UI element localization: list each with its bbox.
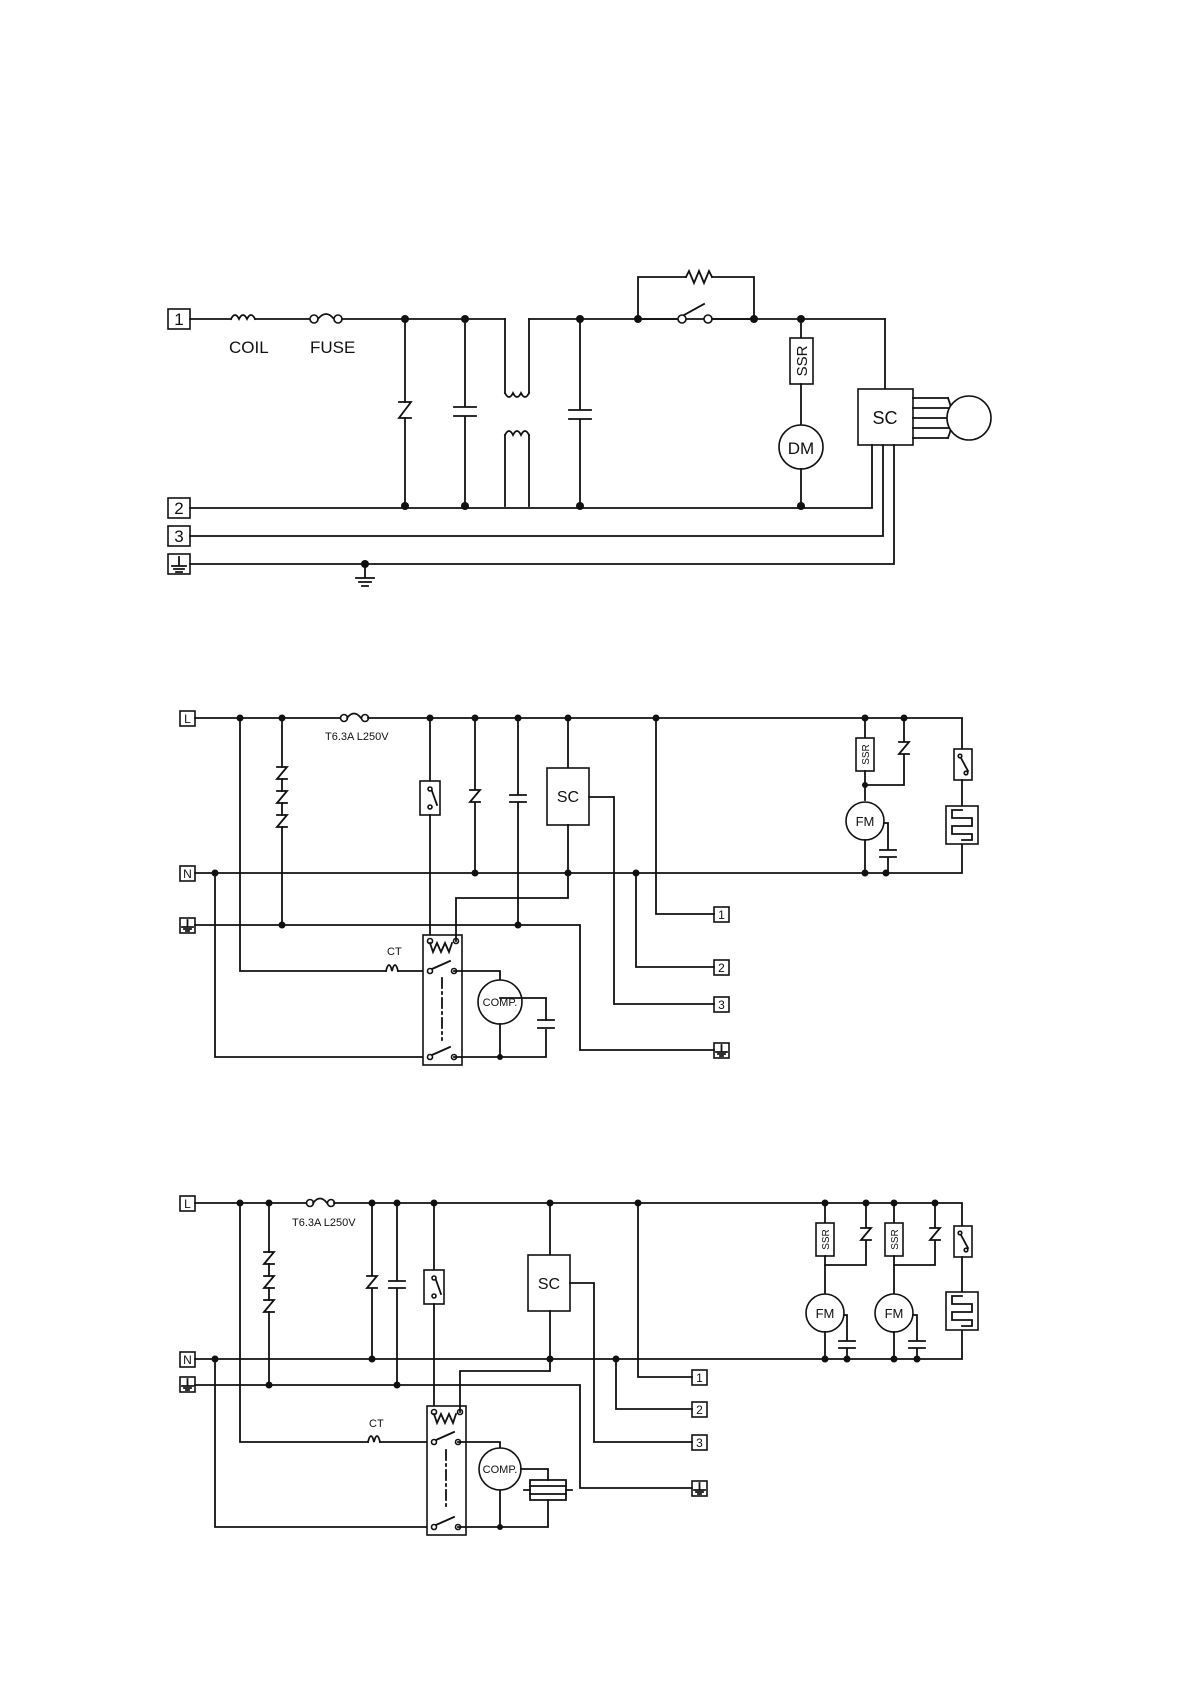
fm-motor-1: FM xyxy=(806,1294,844,1332)
terminal-3: 3 xyxy=(692,1435,707,1450)
sc-block: SC xyxy=(528,1255,570,1311)
coil-label: COIL xyxy=(229,338,269,357)
fuse-label: FUSE xyxy=(310,338,355,357)
overload-protector xyxy=(427,1406,466,1535)
svg-text:N: N xyxy=(183,867,192,881)
diagram-2: L N 1 2 3 T6.3A L250V xyxy=(180,711,978,1065)
dm-motor: DM xyxy=(779,425,823,469)
sc-block: SC xyxy=(547,768,589,825)
heater-element xyxy=(946,806,978,844)
fuse-label: T6.3A L250V xyxy=(292,1217,356,1229)
fan-motor-circle xyxy=(947,396,991,440)
svg-text:COMP.: COMP. xyxy=(483,1464,518,1476)
svg-text:SC: SC xyxy=(557,789,579,806)
svg-text:2: 2 xyxy=(718,961,725,975)
ssr-block-2: SSR xyxy=(885,1223,903,1256)
coil-symbol xyxy=(231,315,255,319)
svg-text:1: 1 xyxy=(696,1371,703,1385)
terminal-2: 2 xyxy=(714,960,729,975)
svg-text:DM: DM xyxy=(788,439,814,458)
svg-text:3: 3 xyxy=(696,1436,703,1450)
terminal-2: 2 xyxy=(692,1402,707,1417)
terminal-L: L xyxy=(180,1196,195,1211)
thermal-switch xyxy=(420,781,440,815)
resistor-symbol xyxy=(686,271,712,283)
terminal-ground-right xyxy=(714,1043,729,1058)
svg-text:SSR: SSR xyxy=(821,1229,832,1250)
relay-switch xyxy=(638,304,754,323)
sc-block: SC xyxy=(858,389,913,445)
terminal-ground xyxy=(168,554,190,574)
svg-text:2: 2 xyxy=(174,499,183,518)
terminal-1: 1 xyxy=(168,309,190,329)
compressor: COMP. xyxy=(479,1448,521,1490)
svg-text:FM: FM xyxy=(816,1306,835,1321)
fm-motor-2: FM xyxy=(875,1294,913,1332)
thermostat-switch xyxy=(954,1226,972,1257)
thermostat-switch xyxy=(954,749,972,780)
ground-symbol xyxy=(356,564,374,586)
heater-element xyxy=(946,1292,978,1330)
overload-protector xyxy=(423,935,462,1065)
terminal-ground-left xyxy=(180,918,195,933)
ssr-block-1: SSR xyxy=(816,1223,834,1256)
terminal-3: 3 xyxy=(714,997,729,1012)
fuse-label: T6.3A L250V xyxy=(325,731,389,743)
svg-text:N: N xyxy=(183,1353,192,1367)
choke-symbol xyxy=(505,393,529,435)
ct-label: CT xyxy=(387,946,402,958)
terminal-ground-right xyxy=(692,1481,707,1496)
svg-text:FM: FM xyxy=(885,1306,904,1321)
svg-text:SC: SC xyxy=(872,408,897,428)
ct-symbol xyxy=(386,965,398,971)
terminal-ground-left xyxy=(180,1377,195,1392)
svg-text:3: 3 xyxy=(174,527,183,546)
dual-capacitor xyxy=(524,1480,572,1500)
svg-text:SC: SC xyxy=(538,1276,560,1293)
svg-text:L: L xyxy=(184,1197,191,1211)
terminal-N: N xyxy=(180,866,195,881)
svg-text:L: L xyxy=(184,712,191,726)
fuse-symbol xyxy=(310,314,342,323)
svg-text:SSR: SSR xyxy=(890,1229,901,1250)
terminal-L: L xyxy=(180,711,195,726)
varistor-symbol xyxy=(399,402,411,418)
diagram-1: 1 2 3 COIL FUSE xyxy=(168,271,991,586)
terminal-N: N xyxy=(180,1352,195,1367)
fuse-symbol xyxy=(307,1199,335,1207)
svg-text:SSR: SSR xyxy=(794,345,811,376)
thermal-switch xyxy=(424,1270,444,1304)
diagram-3: L N 1 2 3 T6.3A L250V xyxy=(180,1196,978,1535)
terminal-1: 1 xyxy=(692,1370,707,1385)
svg-text:SSR: SSR xyxy=(861,744,872,765)
ct-symbol xyxy=(368,1436,380,1442)
ct-label: CT xyxy=(369,1418,384,1430)
svg-text:2: 2 xyxy=(696,1403,703,1417)
terminal-3: 3 xyxy=(168,526,190,546)
svg-text:FM: FM xyxy=(856,814,875,829)
ssr-block: SSR xyxy=(790,338,813,384)
terminal-1: 1 xyxy=(714,907,729,922)
svg-text:1: 1 xyxy=(718,908,725,922)
svg-text:1: 1 xyxy=(174,310,183,329)
ssr-block: SSR xyxy=(856,738,874,771)
compressor: COMP. xyxy=(478,980,522,1024)
svg-text:3: 3 xyxy=(718,998,725,1012)
terminal-2: 2 xyxy=(168,498,190,518)
fuse-symbol xyxy=(341,714,369,722)
fm-motor: FM xyxy=(846,802,884,840)
